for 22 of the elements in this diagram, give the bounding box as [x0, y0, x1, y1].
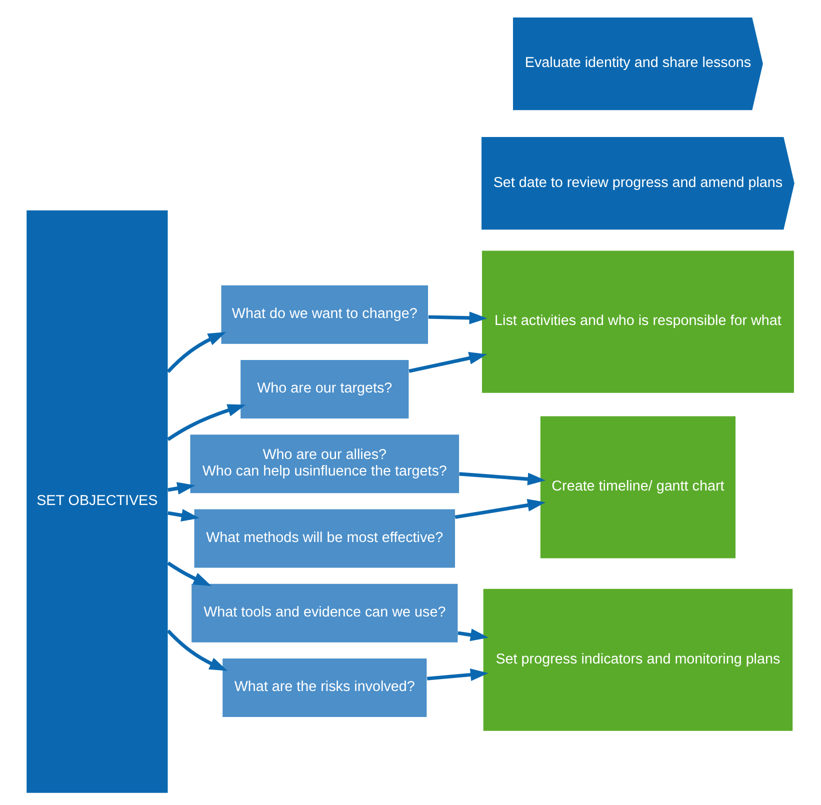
node-box: What methods will be most effective? — [194, 509, 455, 568]
arrow — [426, 668, 488, 682]
arrow — [408, 352, 488, 373]
arrow — [168, 482, 196, 495]
arrow — [458, 628, 489, 642]
arrow — [428, 312, 488, 324]
node-box: What tools and evidence can we use? — [192, 584, 458, 642]
arrow — [166, 629, 228, 671]
arrow — [166, 332, 226, 374]
arrow — [166, 404, 246, 442]
node-box: Who are our allies? Who can help usinfluence the targets? — [190, 434, 460, 494]
node-box: Set progress indicators and monitoring plans — [483, 588, 793, 731]
arrow — [454, 498, 546, 519]
node-box: What are the risks involved? — [222, 658, 427, 717]
arrow — [459, 472, 546, 486]
node-box: List activities and who is responsible for what — [482, 250, 794, 393]
arrow — [168, 509, 200, 522]
node-box: What do we want to change? — [221, 285, 428, 344]
arrow — [167, 561, 212, 586]
node-box: Create timeline/ gantt chart — [540, 416, 736, 558]
node-box: Who are our targets? — [240, 360, 409, 418]
node-box: SET OBJECTIVES — [26, 210, 168, 793]
